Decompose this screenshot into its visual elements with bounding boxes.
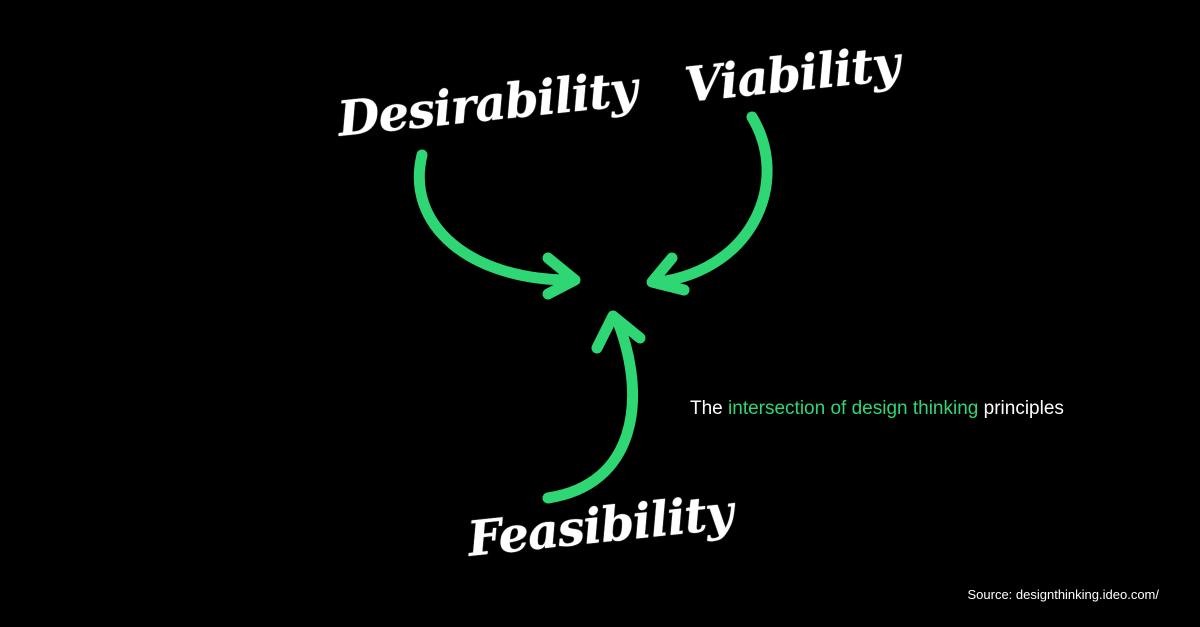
feasibility-arrow — [542, 310, 646, 504]
caption: The intersection of design thinking prin… — [690, 398, 1064, 420]
caption-highlight: intersection of design thinking — [728, 398, 979, 419]
viability-arrow-head — [646, 252, 690, 296]
caption-suffix: principles — [978, 398, 1064, 419]
source-credit: Source: designthinking.ideo.com/ — [967, 587, 1159, 602]
feasibility-arrow-head — [591, 310, 646, 354]
desirability-arrow — [413, 149, 581, 300]
viability-arrow-shaft — [654, 111, 773, 288]
desirability-arrow-head — [542, 252, 581, 300]
caption-prefix: The — [690, 398, 729, 419]
desirability-arrow-shaft — [413, 149, 576, 286]
viability-arrow — [646, 111, 773, 296]
feasibility-arrow-shaft — [542, 316, 639, 504]
